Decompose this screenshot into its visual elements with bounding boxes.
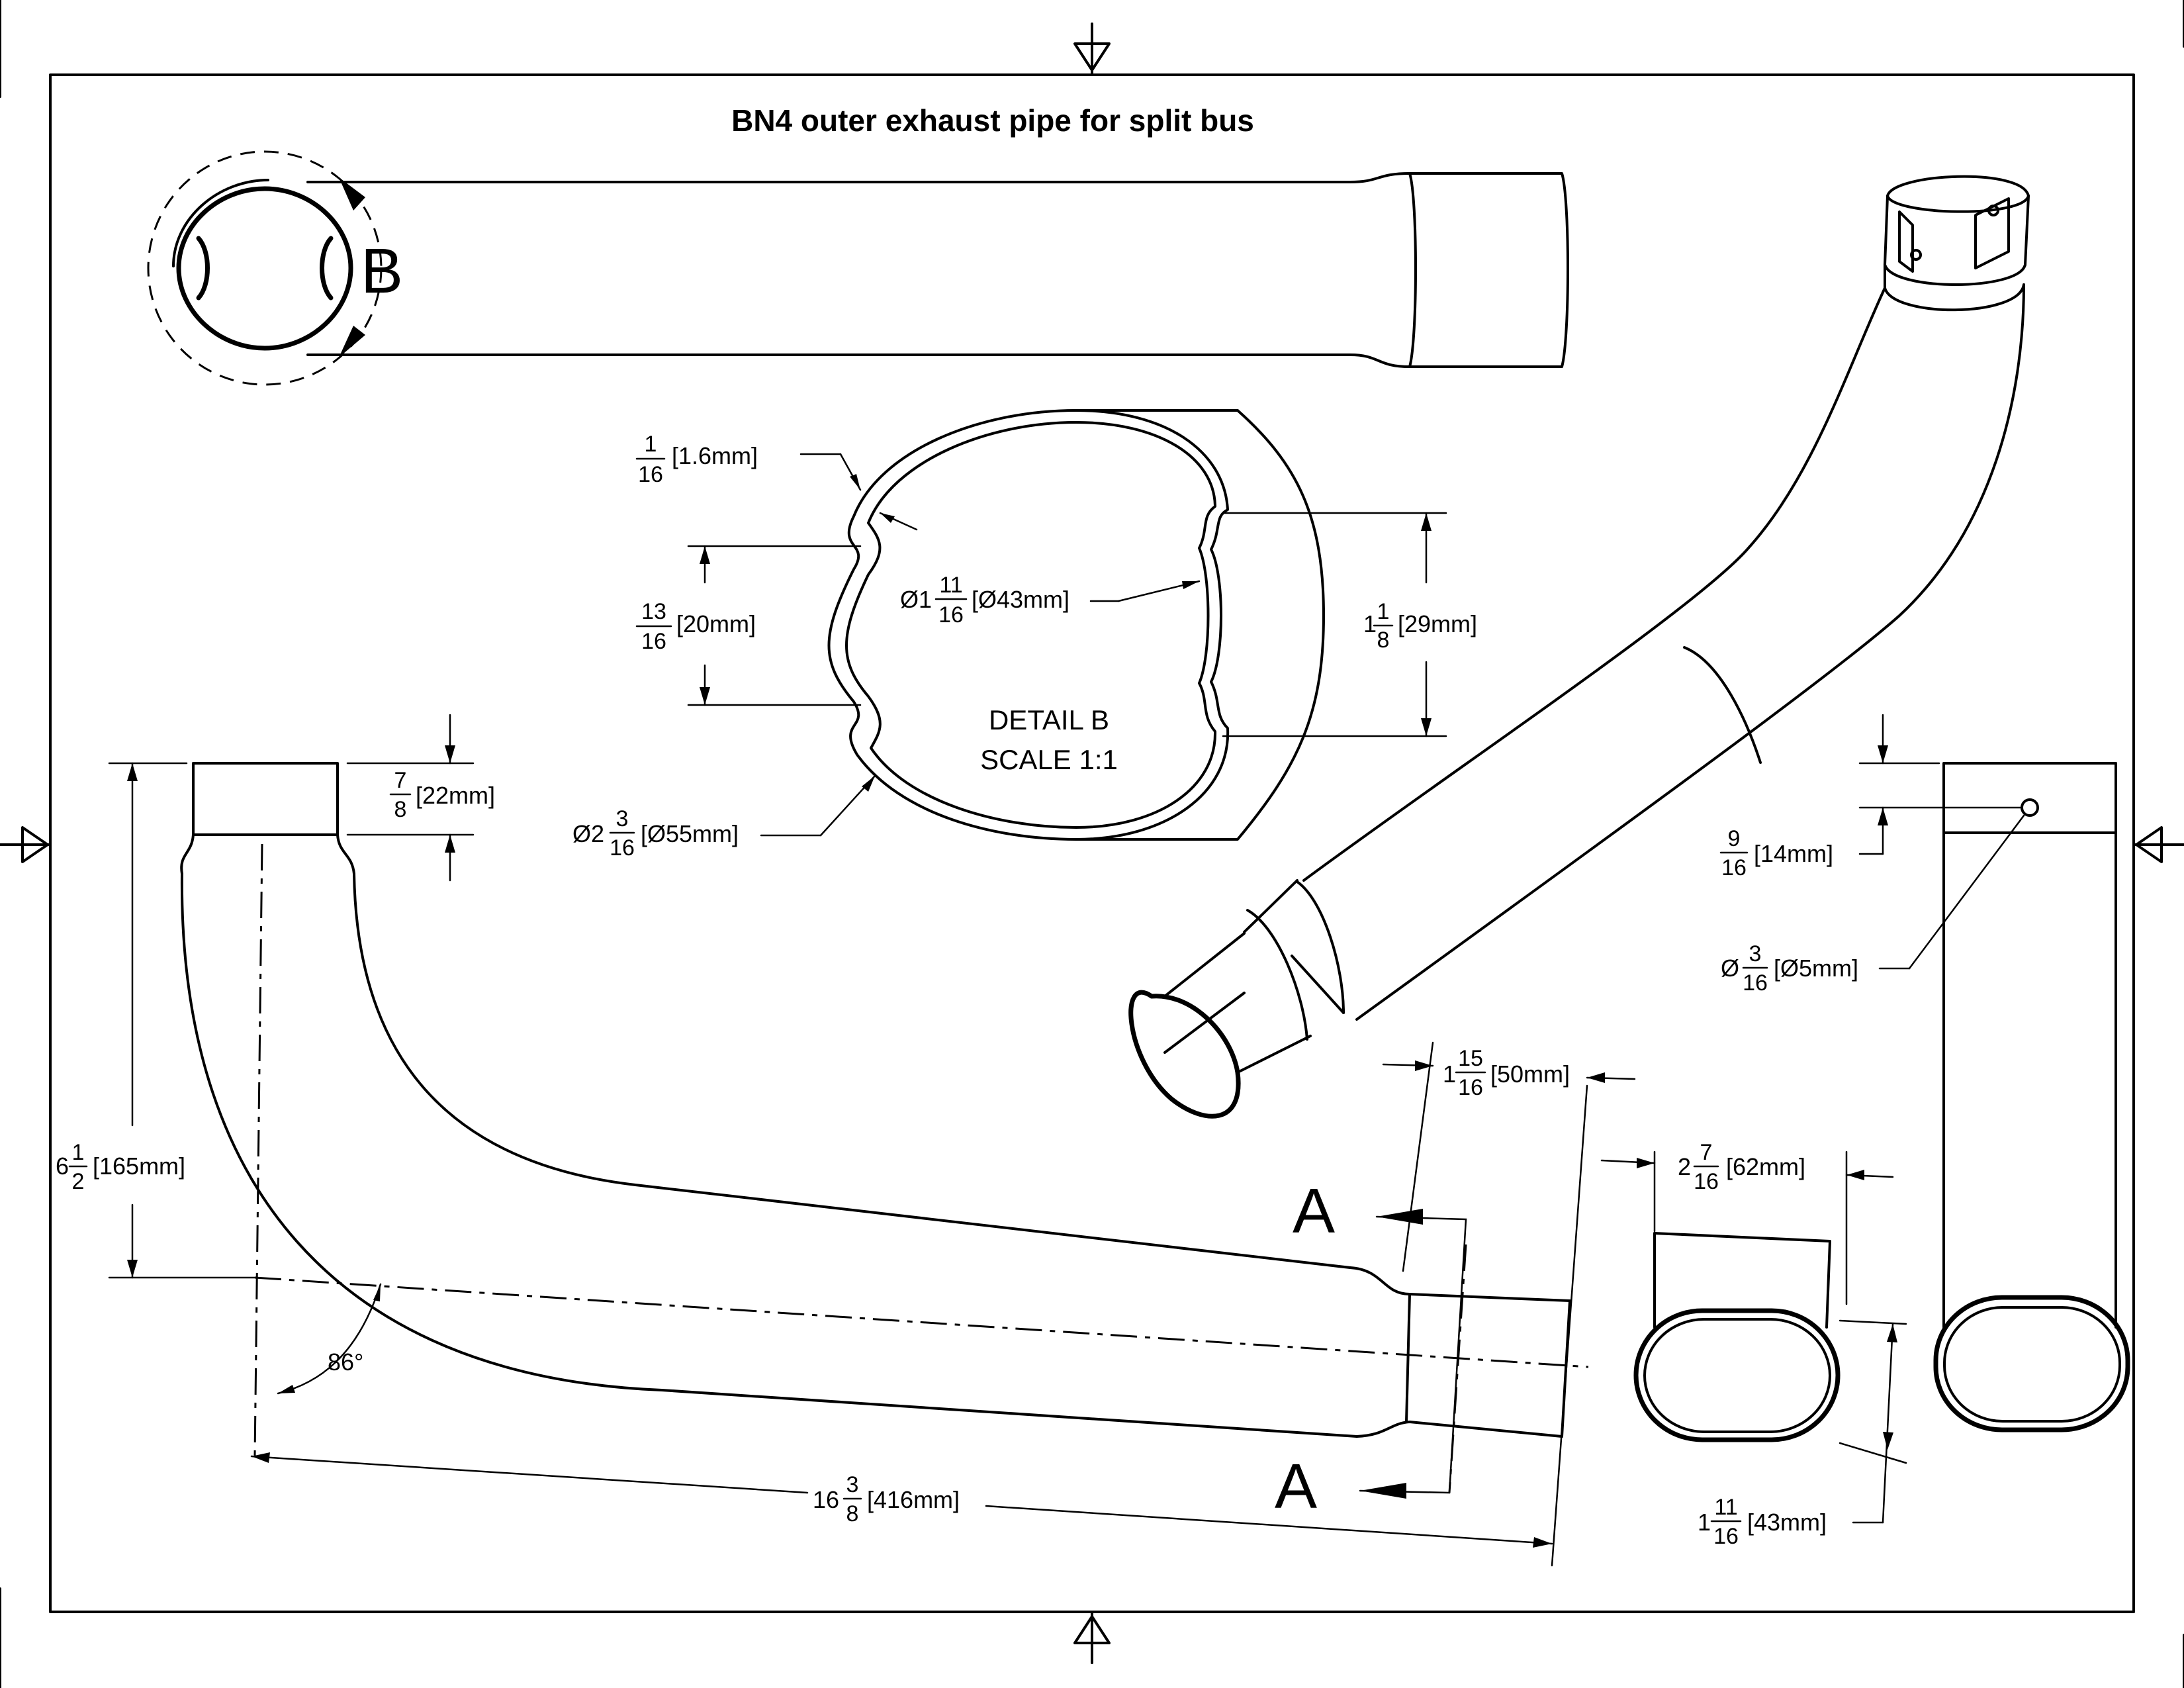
dim-inner-dia-mm: [Ø43mm] [972, 586, 1069, 613]
section-a-top: A [1293, 1176, 1335, 1246]
dim-end-len-mm: [50mm] [1490, 1060, 1570, 1088]
dim-end-len-den: 16 [1458, 1075, 1483, 1100]
dim-notch-span-den: 8 [1377, 628, 1390, 653]
dim-collar-len-num: 7 [394, 768, 407, 793]
dim-hole-dia-den: 16 [1743, 970, 1768, 996]
dim-height-num: 1 [72, 1140, 85, 1165]
dim-hole-dia-prefix: Ø [1721, 955, 1739, 982]
dim-notch-height-num: 13 [641, 599, 666, 624]
detail-b-label: B [361, 236, 403, 306]
dim-end-len: 1 15 16 [50mm] [1443, 1046, 1570, 1100]
dim-length-num: 3 [846, 1472, 859, 1497]
dim-collar-len: 7 8 [22mm] [389, 768, 495, 822]
dim-angle: 86° [328, 1348, 363, 1376]
dim-notch-height: 13 16 [20mm] [635, 599, 756, 654]
detail-caption-1: DETAIL B [989, 704, 1109, 735]
dim-notch-span-num: 1 [1377, 599, 1390, 624]
dim-notch-height-den: 16 [641, 629, 666, 654]
dim-wall-num: 1 [645, 432, 657, 457]
side-view-pipe: A A [108, 714, 1636, 1567]
dim-notch-height-mm: [20mm] [676, 610, 756, 637]
dim-wall-mm: [1.6mm] [672, 442, 758, 469]
dim-wall-den: 16 [638, 462, 663, 487]
dim-end-len-prefix: 1 [1443, 1060, 1456, 1088]
dim-oval-width-mm: [62mm] [1726, 1153, 1805, 1180]
dim-oval-height-num: 11 [1714, 1495, 1737, 1520]
centering-marks [0, 23, 2184, 1664]
dim-hole-pos-num: 9 [1728, 826, 1741, 851]
section-aa-view [1600, 1150, 1907, 1524]
dim-collar-len-den: 8 [394, 797, 407, 822]
dim-notch-span-mm: [29mm] [1398, 610, 1477, 637]
dim-outer-dia-mm: [Ø55mm] [641, 820, 739, 847]
dim-oval-height-prefix: 1 [1698, 1509, 1711, 1536]
dim-hole-dia: Ø 3 16 [Ø5mm] [1721, 941, 1858, 996]
detail-caption-2: SCALE 1:1 [980, 744, 1118, 775]
dim-oval-width: 2 7 16 [62mm] [1678, 1140, 1805, 1194]
end-view [1858, 714, 2130, 1432]
dim-outer-dia-den: 16 [610, 835, 635, 861]
dim-inner-dia-den: 16 [938, 602, 964, 628]
dim-inner-dia-prefix: Ø1 [900, 586, 932, 613]
isometric-view [1128, 175, 2030, 1119]
dim-height: 6 1 2 [165mm] [56, 1140, 185, 1194]
top-view-pipe: B [147, 150, 1569, 386]
dim-outer-dia-prefix: Ø2 [572, 820, 604, 847]
section-a-bottom: A [1275, 1451, 1317, 1522]
dim-notch-span: 1 1 8 [29mm] [1363, 599, 1477, 653]
dim-oval-height-mm: [43mm] [1747, 1509, 1827, 1536]
dim-hole-pos: 9 16 [14mm] [1719, 826, 1833, 880]
dim-hole-pos-mm: [14mm] [1754, 840, 1833, 867]
dim-oval-width-den: 16 [1694, 1169, 1719, 1194]
dim-end-len-num: 15 [1458, 1046, 1483, 1071]
detail-b-view: DETAIL B SCALE 1:1 [687, 409, 1447, 841]
dim-notch-span-prefix: 1 [1363, 610, 1377, 637]
dim-oval-width-num: 7 [1700, 1140, 1713, 1165]
dim-hole-pos-den: 16 [1721, 855, 1747, 880]
dim-length-prefix: 16 [813, 1486, 839, 1513]
dim-collar-len-mm: [22mm] [416, 782, 495, 809]
drawing-title: BN4 outer exhaust pipe for split bus [731, 103, 1254, 138]
dim-inner-dia-num: 11 [939, 573, 962, 598]
dim-oval-height: 1 11 16 [43mm] [1698, 1495, 1827, 1549]
dim-height-prefix: 6 [56, 1152, 69, 1180]
dim-inner-dia: Ø1 11 16 [Ø43mm] [900, 573, 1069, 628]
dim-hole-dia-num: 3 [1749, 941, 1762, 966]
dim-wall: 1 16 [1.6mm] [635, 432, 758, 487]
dim-oval-width-prefix: 2 [1678, 1153, 1691, 1180]
dim-outer-dia: Ø2 3 16 [Ø55mm] [572, 806, 739, 861]
dim-outer-dia-num: 3 [616, 806, 629, 831]
dim-length-mm: [416mm] [867, 1486, 960, 1513]
dim-length-den: 8 [846, 1501, 859, 1526]
dim-hole-dia-mm: [Ø5mm] [1774, 955, 1858, 982]
dim-oval-height-den: 16 [1713, 1524, 1739, 1549]
dim-height-den: 2 [72, 1169, 85, 1194]
dim-height-mm: [165mm] [93, 1152, 185, 1180]
dim-length: 16 3 8 [416mm] [813, 1472, 960, 1526]
